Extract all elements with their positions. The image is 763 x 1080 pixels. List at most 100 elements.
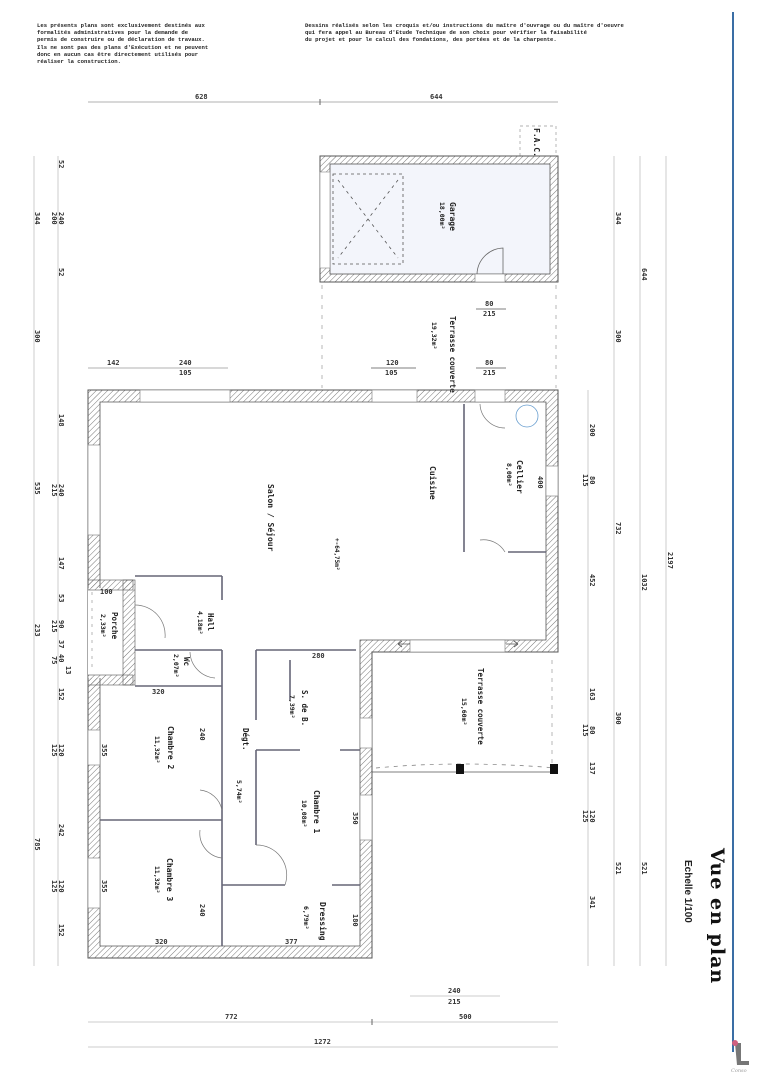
- svg-text:240: 240: [57, 212, 65, 225]
- svg-text:115: 115: [581, 474, 589, 487]
- svg-text:5,74m²: 5,74m²: [235, 780, 243, 803]
- svg-text:215: 215: [50, 620, 58, 633]
- svg-text:240: 240: [448, 987, 461, 995]
- svg-text:37: 37: [57, 640, 65, 648]
- svg-text:355: 355: [100, 744, 108, 757]
- svg-text:644: 644: [430, 93, 443, 101]
- svg-text:344: 344: [33, 212, 41, 225]
- svg-text:200: 200: [588, 424, 596, 437]
- svg-text:785: 785: [33, 838, 41, 851]
- right-dimensions: 200 80 115 452 163 80 115 137 120 125 34…: [581, 156, 674, 966]
- svg-text:125: 125: [50, 880, 58, 893]
- svg-text:215: 215: [448, 998, 461, 1006]
- svg-text:Dressing: Dressing: [318, 902, 328, 941]
- svg-text:F.A.C.: F.A.C.: [532, 128, 541, 157]
- svg-text:120: 120: [386, 359, 399, 367]
- svg-text:137: 137: [588, 762, 596, 775]
- terrasse-top: Terrasse couverte 19,32m² 80 215 120 105…: [321, 285, 557, 393]
- svg-text:7,39m²: 7,39m²: [288, 695, 296, 718]
- svg-text:Cuisine: Cuisine: [428, 466, 438, 500]
- svg-text:242: 242: [57, 824, 65, 837]
- svg-text:11,32m²: 11,32m²: [153, 866, 161, 893]
- svg-text:400: 400: [536, 476, 544, 489]
- svg-text:1032: 1032: [640, 574, 648, 591]
- svg-text:280: 280: [312, 652, 325, 660]
- svg-text:2,07m²: 2,07m²: [172, 654, 180, 677]
- svg-text:355: 355: [100, 880, 108, 893]
- svg-text:732: 732: [614, 522, 622, 535]
- svg-text:Salon / Séjour: Salon / Séjour: [266, 484, 276, 552]
- svg-text:628: 628: [195, 93, 208, 101]
- svg-text:S. de B.: S. de B.: [300, 690, 309, 726]
- fac-box: F.A.C.: [519, 125, 557, 157]
- svg-text:18,00m²: 18,00m²: [438, 202, 446, 229]
- svg-text:300: 300: [33, 330, 41, 343]
- svg-text:152: 152: [57, 924, 65, 937]
- svg-text:320: 320: [152, 688, 165, 696]
- svg-text:Wc: Wc: [182, 657, 191, 666]
- svg-text:120: 120: [588, 810, 596, 823]
- svg-text:Chambre 1: Chambre 1: [312, 790, 321, 834]
- svg-text:521: 521: [640, 862, 648, 875]
- svg-text:Chambre 2: Chambre 2: [166, 726, 175, 770]
- svg-text:100: 100: [100, 588, 113, 596]
- plan-scale: Echelle 1/100: [682, 860, 693, 923]
- svg-text:120: 120: [57, 744, 65, 757]
- svg-text:11,32m²: 11,32m²: [153, 736, 161, 763]
- svg-text:320: 320: [155, 938, 168, 946]
- svg-text:535: 535: [33, 482, 41, 495]
- svg-text:344: 344: [614, 212, 622, 225]
- svg-text:2,33m²: 2,33m²: [99, 614, 107, 637]
- svg-text:233: 233: [33, 624, 41, 637]
- svg-text:240: 240: [57, 484, 65, 497]
- svg-text:240: 240: [179, 359, 192, 367]
- svg-text:300: 300: [614, 712, 622, 725]
- svg-text:215: 215: [483, 310, 496, 318]
- svg-text:Hall: Hall: [206, 613, 215, 631]
- svg-text:Chambre 3: Chambre 3: [165, 858, 174, 902]
- svg-text:Terrasse couverte: Terrasse couverte: [448, 316, 457, 393]
- legal-notice-left: Les présents plans sont exclusivement de…: [37, 22, 209, 66]
- svg-text:180: 180: [351, 914, 359, 927]
- brand-logo-icon: Conso: [731, 1040, 749, 1074]
- svg-text:80: 80: [485, 359, 493, 367]
- svg-text:15,60m²: 15,60m²: [460, 698, 468, 725]
- svg-text:52: 52: [57, 268, 65, 276]
- plan-title: Vue en plan: [706, 848, 728, 985]
- svg-text:200: 200: [50, 212, 58, 225]
- svg-text:53: 53: [57, 594, 65, 602]
- svg-text:+-64,75m²: +-64,75m²: [333, 538, 340, 571]
- svg-text:Porche: Porche: [110, 612, 119, 640]
- top-dimension: 628 644: [88, 93, 558, 105]
- room-labels: Salon / Séjour +-64,75m² Cuisine Cellier…: [99, 460, 525, 941]
- garage: Garage 18,00m²: [319, 155, 559, 283]
- svg-text:772: 772: [225, 1013, 238, 1021]
- svg-text:10,08m²: 10,08m²: [300, 800, 308, 827]
- svg-text:Terrasse couverte: Terrasse couverte: [476, 668, 485, 745]
- svg-text:8,00m²: 8,00m²: [505, 463, 513, 486]
- svg-text:90: 90: [57, 620, 65, 628]
- legal-notice-right: Dessins réalisés selon les croquis et/ou…: [305, 22, 624, 44]
- svg-text:40: 40: [57, 654, 65, 662]
- page-border-line: [732, 12, 734, 1052]
- doors: [134, 403, 539, 886]
- left-dimensions: 344 300 535 233 785 52 240 200 52 148 24…: [33, 156, 72, 966]
- terrasse-bottom: Terrasse couverte 15,60m²: [372, 660, 558, 774]
- svg-text:19,32m²: 19,32m²: [430, 322, 438, 349]
- partitions: [100, 404, 546, 946]
- svg-text:13: 13: [64, 666, 72, 674]
- svg-text:452: 452: [588, 574, 596, 587]
- svg-text:80: 80: [485, 300, 493, 308]
- svg-text:142: 142: [107, 359, 120, 367]
- svg-text:147: 147: [57, 557, 65, 570]
- svg-text:1272: 1272: [314, 1038, 331, 1046]
- svg-text:Cellier: Cellier: [515, 460, 525, 494]
- svg-text:120: 120: [57, 880, 65, 893]
- svg-text:240: 240: [198, 904, 206, 917]
- svg-text:4,18m²: 4,18m²: [196, 611, 204, 634]
- svg-text:240: 240: [198, 728, 206, 741]
- bottom-dimensions: 240 215 772 500 1272: [88, 987, 558, 1048]
- main-walls: [87, 389, 559, 959]
- svg-text:341: 341: [588, 896, 596, 909]
